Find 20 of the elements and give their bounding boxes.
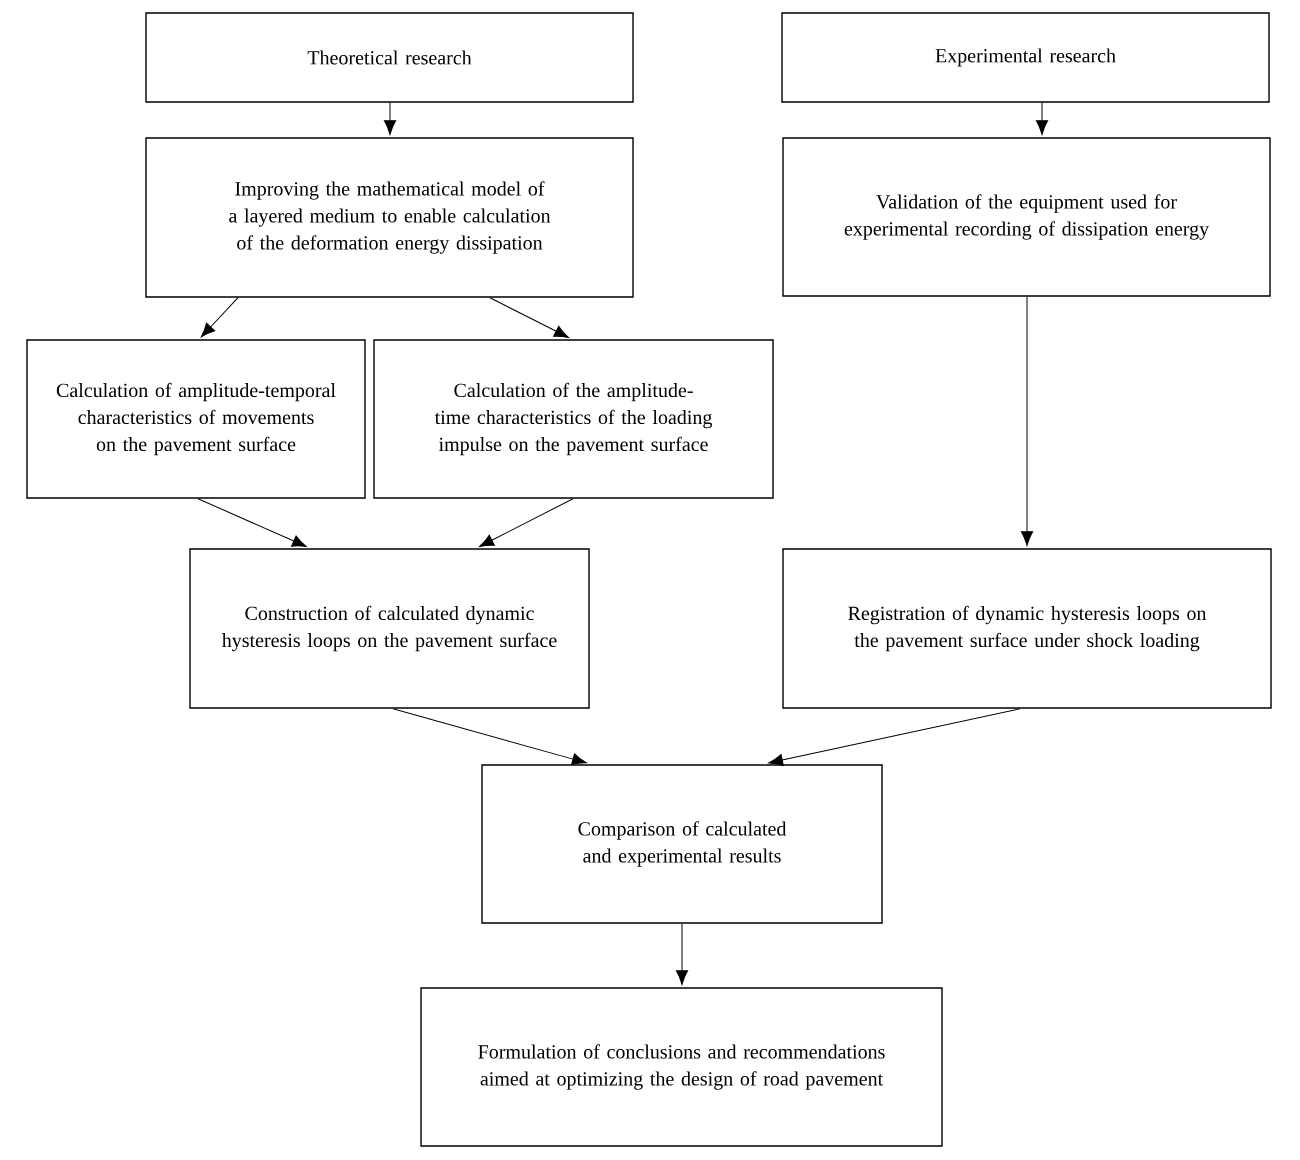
arrow — [675, 923, 689, 985]
process-box: Theoretical research — [145, 12, 634, 103]
arrow — [197, 498, 307, 548]
arrow — [489, 297, 569, 338]
process-box: Registration of dynamic hysteresis loops on the pavement surface under shock loading — [782, 548, 1272, 709]
process-box: Improving the mathematical model of a layered medium to enable calculation of the deformation energy dissipation — [145, 137, 634, 298]
arrow — [383, 102, 397, 135]
process-box: Comparison of calculated and experimental results — [481, 764, 883, 924]
process-box: Construction of calculated dynamic hysteresis loops on the pavement surface — [189, 548, 590, 709]
arrow — [1035, 102, 1049, 135]
process-box: Calculation of amplitude-temporal characteristics of movements on the pavement surface — [26, 339, 366, 499]
process-box: Formulation of conclusions and recommendations aimed at optimizing the design of road pavement — [420, 987, 943, 1147]
arrow — [392, 708, 587, 765]
arrow — [1020, 296, 1034, 546]
process-box: Experimental research — [781, 12, 1270, 103]
arrow — [479, 498, 574, 547]
arrow — [768, 708, 1021, 766]
arrow — [200, 297, 239, 338]
process-box: Validation of the equipment used for experimental recording of dissipation energy — [782, 137, 1271, 297]
process-box: Calculation of the amplitude-time characteristics of the loading impulse on the pavement surface — [373, 339, 774, 499]
